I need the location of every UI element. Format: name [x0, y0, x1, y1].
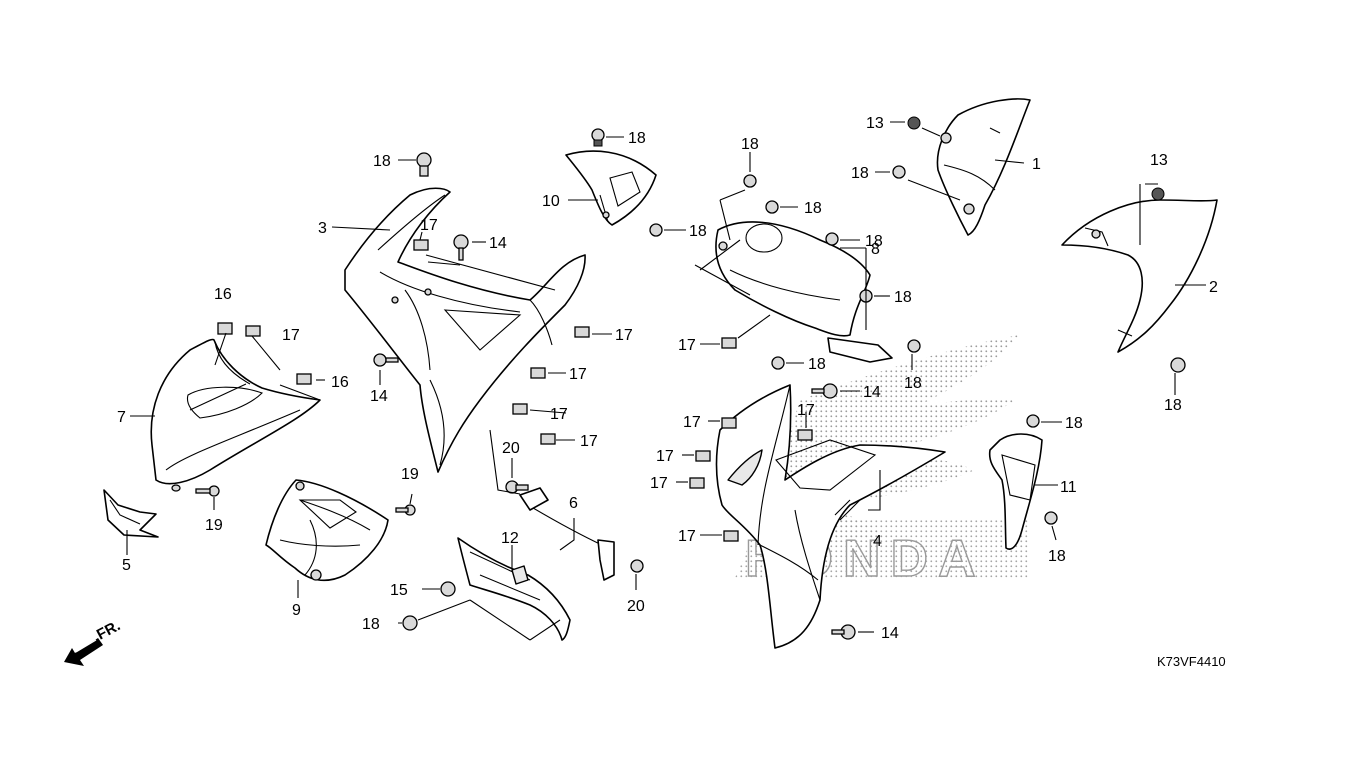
- part-3-left-inner-cover: [344, 187, 586, 473]
- callout-17l: 17: [797, 402, 815, 419]
- callout-17c: 17: [615, 327, 633, 344]
- callout-18b: 18: [628, 130, 646, 147]
- part-11-side-panel: [988, 433, 1043, 550]
- part-1-right-upper-cover: [936, 98, 1031, 236]
- callout-18f: 18: [865, 233, 883, 250]
- callout-17f: 17: [580, 433, 598, 450]
- callout-labels: 1 2 3 4 5 6 7 8 9 10 11 12 13 13 14 14 1…: [117, 115, 1218, 642]
- callout-17i: 17: [656, 448, 674, 465]
- callout-19a: 19: [401, 466, 419, 483]
- part-4-side-cover: [715, 384, 946, 649]
- callout-17g: 17: [678, 337, 696, 354]
- callout-18g: 18: [894, 289, 912, 306]
- callout-18a: 18: [373, 153, 391, 170]
- callout-11: 11: [1060, 479, 1077, 496]
- front-direction-arrow: FR.: [64, 617, 123, 666]
- callout-5: 5: [122, 557, 131, 574]
- callout-17k: 17: [678, 528, 696, 545]
- callout-3: 3: [318, 220, 327, 237]
- callout-18e: 18: [804, 200, 822, 217]
- callout-20a: 20: [502, 440, 520, 457]
- part-8-center-inner-cover: [715, 221, 893, 363]
- callout-14c: 14: [863, 384, 881, 401]
- callout-17e: 17: [550, 406, 568, 423]
- fasteners: [195, 116, 1186, 640]
- callout-14d: 14: [881, 625, 899, 642]
- callout-17b: 17: [420, 217, 438, 234]
- callout-20b: 20: [627, 598, 645, 615]
- callout-13a: 13: [866, 115, 884, 132]
- callout-1: 1: [1032, 156, 1041, 173]
- drawing-code: K73VF4410: [1157, 654, 1226, 669]
- callout-7: 7: [117, 409, 126, 426]
- callout-18i: 18: [808, 356, 826, 373]
- callout-17j: 17: [650, 475, 668, 492]
- callout-18j: 18: [851, 165, 869, 182]
- callout-15: 15: [390, 582, 408, 599]
- callout-12: 12: [501, 530, 519, 547]
- part-5-garnish: [103, 489, 159, 538]
- callout-17a: 17: [282, 327, 300, 344]
- callout-8: 8: [871, 241, 880, 258]
- callout-4: 4: [873, 533, 882, 550]
- callout-19b: 19: [205, 517, 223, 534]
- callout-17h: 17: [683, 414, 701, 431]
- leader-lines: [126, 121, 1206, 641]
- part-7-front-top-cover: [150, 338, 321, 492]
- callout-17d: 17: [569, 366, 587, 383]
- callout-6: 6: [569, 495, 578, 512]
- part-12-lower-bracket: [457, 537, 571, 641]
- part-6-stay: [519, 487, 615, 581]
- callout-18h: 18: [904, 375, 922, 392]
- callout-16a: 16: [214, 286, 232, 303]
- callout-18m: 18: [1048, 548, 1066, 565]
- callout-16b: 16: [331, 374, 349, 391]
- callout-2: 2: [1209, 279, 1218, 296]
- part-9-inner-lower-front: [265, 479, 389, 582]
- callout-13b: 13: [1150, 152, 1168, 169]
- callout-9: 9: [292, 602, 301, 619]
- part-10-bracket-cover: [565, 150, 657, 226]
- callout-18k: 18: [1164, 397, 1182, 414]
- callout-18c: 18: [689, 223, 707, 240]
- callout-18n: 18: [362, 616, 380, 633]
- callout-18d: 18: [741, 136, 759, 153]
- callout-14b: 14: [370, 388, 388, 405]
- callout-14a: 14: [489, 235, 507, 252]
- callout-18l: 18: [1065, 415, 1083, 432]
- callout-10: 10: [542, 193, 560, 210]
